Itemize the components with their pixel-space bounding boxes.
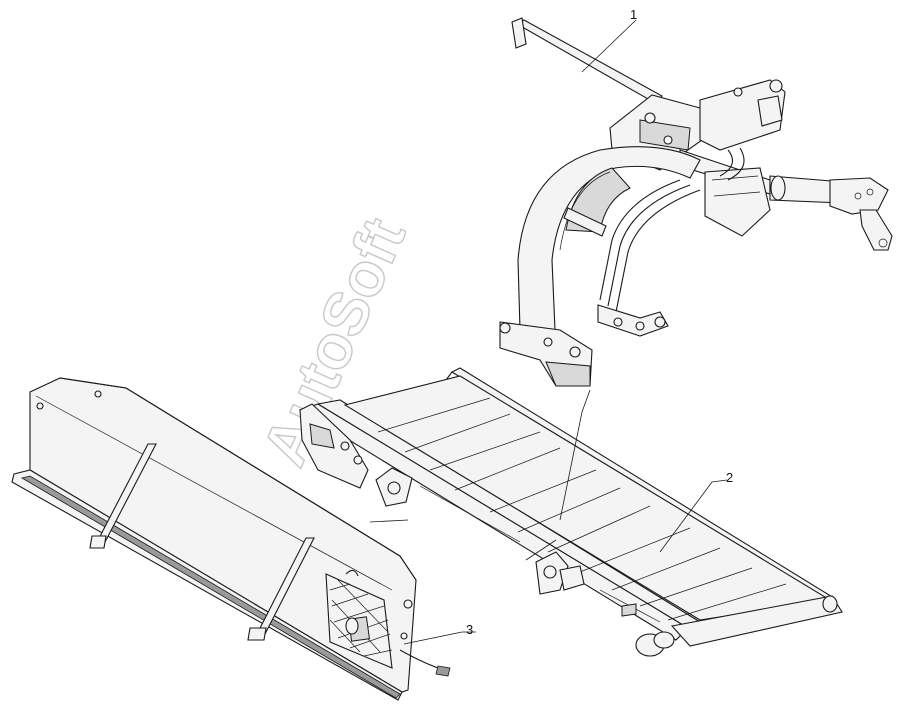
part-3-cover-panel [11,377,451,701]
leader-lines [369,19,728,645]
part-2-conveyor [298,367,843,657]
leader-2 [659,479,728,553]
leader-1 [581,19,637,73]
callout-2: 2 [726,470,733,485]
assembly-guide-cover [369,519,409,523]
leader-3 [403,631,476,645]
callout-3: 3 [466,622,473,637]
callout-1: 1 [630,7,637,22]
part-1-arch-frame [499,17,893,387]
assembly-guide [525,389,591,561]
